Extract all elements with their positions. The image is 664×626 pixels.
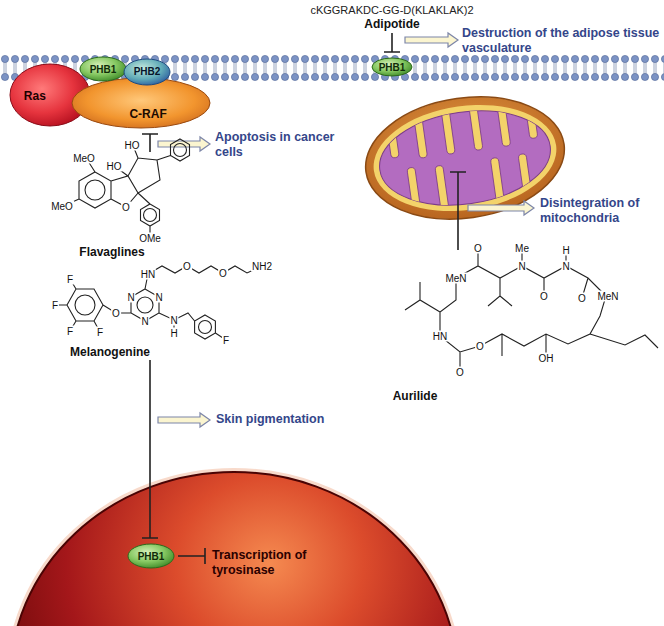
atom-label: O bbox=[455, 367, 465, 378]
effect-label: Destruction of the adipose tissue vascul… bbox=[462, 26, 662, 56]
atom-label: N bbox=[154, 292, 163, 303]
atom-label: N bbox=[517, 261, 526, 272]
inhibition-line bbox=[142, 134, 158, 152]
cristae bbox=[385, 90, 549, 231]
atom-label: MeO bbox=[72, 153, 96, 164]
compound-name: Aurilide bbox=[393, 389, 438, 403]
compound-name: Flavaglines bbox=[79, 245, 144, 259]
cell-nucleus: Transcription of tyrosinase PHB1 bbox=[8, 470, 460, 626]
atom-label: O bbox=[539, 291, 549, 302]
protein-oval: PHB2 bbox=[122, 57, 172, 87]
atom-label: N bbox=[169, 315, 178, 326]
node-label: Transcription of tyrosinase bbox=[212, 548, 324, 578]
inhibition-line bbox=[178, 548, 205, 564]
atom-label: OH bbox=[538, 353, 555, 364]
mitochondrion-matrix bbox=[373, 100, 556, 215]
atom-label: MeN bbox=[596, 291, 619, 302]
inhibition-line bbox=[142, 360, 158, 538]
effect-label: Skin pigmentation bbox=[216, 412, 324, 427]
node-outline bbox=[80, 57, 126, 81]
protein-oval: PHB1 bbox=[126, 542, 176, 570]
atom-label: F bbox=[222, 335, 230, 346]
atom-label: OMe bbox=[138, 233, 162, 244]
atom-label: N bbox=[140, 316, 149, 327]
atom-label: F bbox=[51, 300, 59, 311]
aromatic-ring bbox=[75, 295, 95, 315]
nucleus-glow bbox=[9, 471, 459, 626]
bond-lines bbox=[55, 266, 262, 340]
aromatic-ring bbox=[85, 180, 105, 200]
atom-label: HN bbox=[140, 269, 156, 280]
node-label: Ras bbox=[24, 89, 46, 103]
atom-label: O bbox=[121, 202, 131, 213]
hollow-arrow bbox=[405, 33, 458, 47]
aromatic-ring bbox=[137, 297, 153, 313]
atom-label: F bbox=[66, 326, 74, 337]
compound-name: Adipotide bbox=[364, 17, 419, 31]
hollow-arrow bbox=[158, 137, 210, 151]
atom-label: F bbox=[96, 327, 104, 338]
mitochondrion-intermembrane bbox=[367, 94, 564, 223]
hollow-arrow bbox=[158, 413, 210, 427]
node-outline bbox=[72, 78, 210, 128]
aromatic-ring bbox=[174, 144, 187, 157]
atom-label: H bbox=[561, 245, 570, 256]
atom-label: O bbox=[473, 243, 483, 254]
node-label: PHB2 bbox=[134, 65, 161, 76]
atom-label: MeN bbox=[444, 273, 467, 284]
atom-label: O bbox=[182, 261, 192, 272]
compound-name: Melanogenine bbox=[70, 345, 150, 359]
inhibition-line bbox=[384, 33, 400, 52]
node-label: C-RAF bbox=[129, 107, 166, 121]
atom-label: MeO bbox=[50, 201, 74, 212]
node-outline bbox=[124, 59, 170, 85]
atom-label: F bbox=[66, 274, 74, 285]
aromatic-ring bbox=[144, 209, 157, 222]
effect-arrows bbox=[158, 33, 534, 427]
atom-label: O bbox=[577, 293, 587, 304]
atom-label: N bbox=[126, 292, 135, 303]
atom-label: HO bbox=[124, 140, 141, 151]
node-outline bbox=[372, 58, 412, 76]
atom-label: HN bbox=[432, 331, 448, 342]
effect-label: Disintegration of mitochondria bbox=[540, 196, 660, 226]
node-label: PHB1 bbox=[379, 62, 406, 73]
atom-label: O bbox=[475, 341, 485, 352]
peptide-sequence: cKGGRAKDC-GG-D(KLAKLAK)2 bbox=[310, 4, 473, 16]
node-label: PHB1 bbox=[138, 551, 165, 562]
node-outline bbox=[128, 544, 174, 568]
bond-lines bbox=[405, 248, 658, 372]
aurilide-structure bbox=[405, 248, 658, 372]
atom-label: O bbox=[111, 308, 121, 319]
aromatic-ring bbox=[199, 321, 212, 334]
bond-lines bbox=[68, 139, 190, 234]
atom-label: O bbox=[218, 268, 228, 279]
melanogenine-structure bbox=[55, 266, 262, 340]
atom-label: Me bbox=[514, 243, 530, 254]
atom-label: N bbox=[561, 261, 570, 272]
node-outline bbox=[10, 472, 458, 626]
protein-oval: PHB1 bbox=[370, 56, 414, 78]
atom-label: HO bbox=[106, 161, 123, 172]
flavagline-structure bbox=[68, 139, 190, 234]
atom-label: NH2 bbox=[251, 261, 273, 272]
hollow-arrow bbox=[468, 201, 534, 215]
inhibition-line bbox=[450, 172, 466, 250]
node-label: PHB1 bbox=[90, 64, 117, 75]
protein-oval: PHB1 bbox=[78, 55, 128, 83]
atom-label: H bbox=[169, 328, 178, 339]
cell-membrane bbox=[0, 55, 664, 81]
inhibition-lines bbox=[142, 33, 466, 250]
effect-label: Apoptosis in cancer cells bbox=[215, 130, 335, 160]
